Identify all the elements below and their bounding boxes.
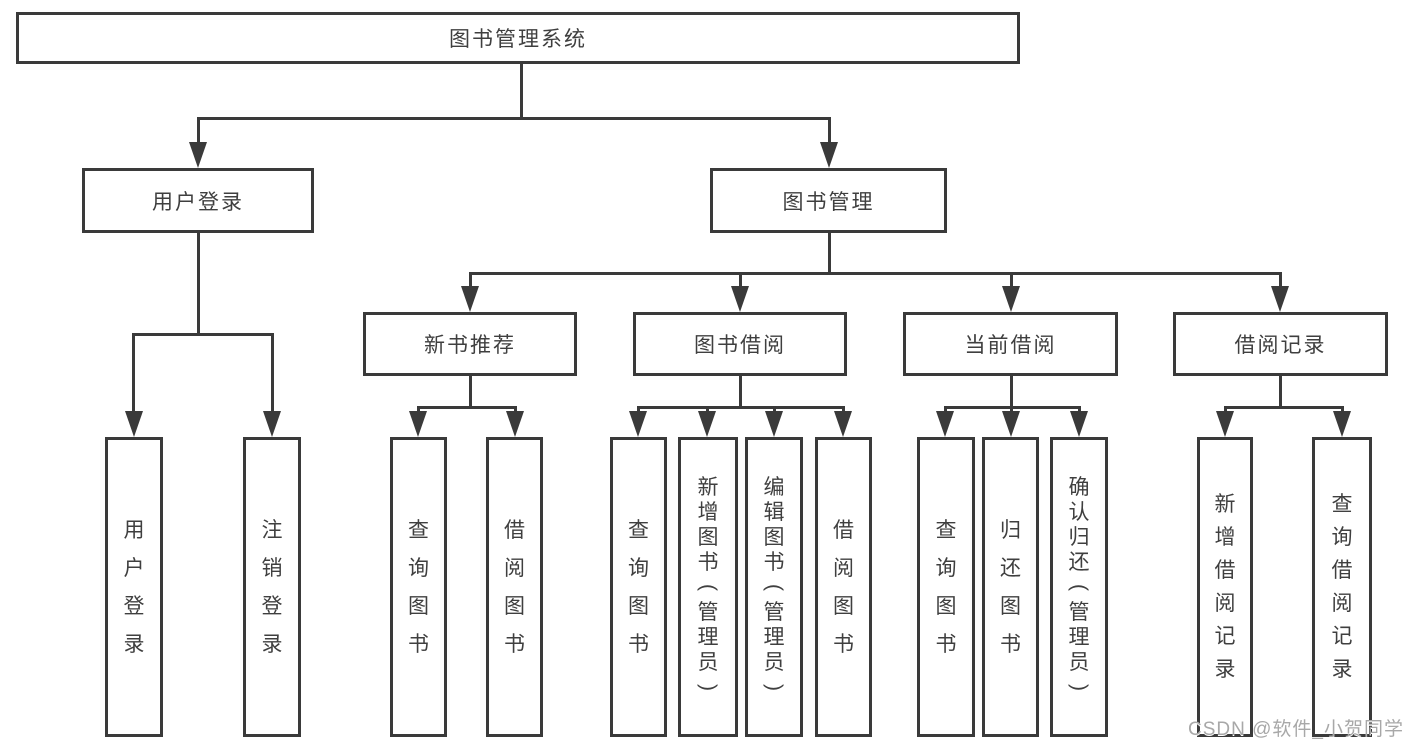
leaf-label: 查询图书 <box>408 518 429 656</box>
node-library-system: 图书管理系统 <box>16 12 1020 64</box>
arrow-down-icon <box>1002 286 1020 312</box>
connector <box>1010 272 1013 292</box>
arrow-down-icon <box>189 142 207 168</box>
leaf-query-books: 查询图书 <box>390 437 447 737</box>
leaf-label: 借阅图书 <box>833 518 854 656</box>
arrow-down-icon <box>698 411 716 437</box>
arrow-down-icon <box>1070 411 1088 437</box>
connector <box>828 117 831 147</box>
leaf-add-borrow-record: 新增借阅记录 <box>1197 437 1253 737</box>
leaf-label: 查询图书 <box>628 518 649 656</box>
leaf-label: 查询图书 <box>935 518 957 656</box>
arrow-down-icon <box>936 411 954 437</box>
leaf-label: 注销登录 <box>261 518 283 656</box>
node-current-borrow: 当前借阅 <box>903 312 1118 376</box>
arrow-down-icon <box>125 411 143 437</box>
arrow-down-icon <box>461 286 479 312</box>
connector <box>1279 376 1282 409</box>
leaf-label: 借阅图书 <box>504 518 525 656</box>
leaf-label: 归还图书 <box>1000 518 1021 656</box>
leaf-label: 新增图书(管理员) <box>696 475 720 691</box>
arrow-down-icon <box>731 286 749 312</box>
arrow-down-icon <box>765 411 783 437</box>
leaf-query-books: 查询图书 <box>610 437 667 737</box>
leaf-query-borrow-record: 查询借阅记录 <box>1312 437 1372 737</box>
connector <box>271 333 274 413</box>
node-user-login: 用户登录 <box>82 168 314 233</box>
node-book-management: 图书管理 <box>710 168 947 233</box>
leaf-label: 确认归还(管理员) <box>1067 475 1091 691</box>
connector <box>469 272 1282 275</box>
arrow-down-icon <box>820 142 838 168</box>
leaf-edit-books-admin: 编辑图书(管理员) <box>745 437 803 737</box>
arrow-down-icon <box>1002 411 1020 437</box>
connector <box>739 376 742 409</box>
connector <box>1010 376 1013 409</box>
arrow-down-icon <box>1271 286 1289 312</box>
connector <box>1279 272 1282 292</box>
connector <box>828 233 831 275</box>
csdn-watermark: CSDN @软件_小贺同学 <box>1188 719 1404 740</box>
leaf-label: 新增借阅记录 <box>1214 493 1236 681</box>
leaf-confirm-return-admin: 确认归还(管理员) <box>1050 437 1108 737</box>
connector <box>469 272 472 292</box>
leaf-query-books: 查询图书 <box>917 437 975 737</box>
arrow-down-icon <box>629 411 647 437</box>
connector <box>132 333 274 336</box>
connector <box>197 117 831 120</box>
leaf-return-books: 归还图书 <box>982 437 1039 737</box>
node-book-borrow: 图书借阅 <box>633 312 847 376</box>
leaf-label: 查询借阅记录 <box>1331 493 1353 681</box>
leaf-logout: 注销登录 <box>243 437 301 737</box>
leaf-label: 用户登录 <box>123 518 145 656</box>
connector <box>197 117 200 147</box>
arrow-down-icon <box>409 411 427 437</box>
connector <box>739 272 742 292</box>
connector <box>132 333 135 413</box>
connector <box>520 64 523 118</box>
connector <box>197 233 200 336</box>
connector <box>469 376 472 409</box>
arrow-down-icon <box>506 411 524 437</box>
arrow-down-icon <box>1333 411 1351 437</box>
connector <box>637 406 845 409</box>
leaf-user-login: 用户登录 <box>105 437 163 737</box>
leaf-borrow-books: 借阅图书 <box>486 437 543 737</box>
node-new-book-recommend: 新书推荐 <box>363 312 577 376</box>
arrow-down-icon <box>834 411 852 437</box>
connector <box>1224 406 1344 409</box>
arrow-down-icon <box>1216 411 1234 437</box>
arrow-down-icon <box>263 411 281 437</box>
leaf-label: 编辑图书(管理员) <box>762 475 786 691</box>
leaf-borrow-books: 借阅图书 <box>815 437 872 737</box>
node-borrow-records: 借阅记录 <box>1173 312 1388 376</box>
leaf-add-books-admin: 新增图书(管理员) <box>678 437 738 737</box>
connector <box>417 406 517 409</box>
